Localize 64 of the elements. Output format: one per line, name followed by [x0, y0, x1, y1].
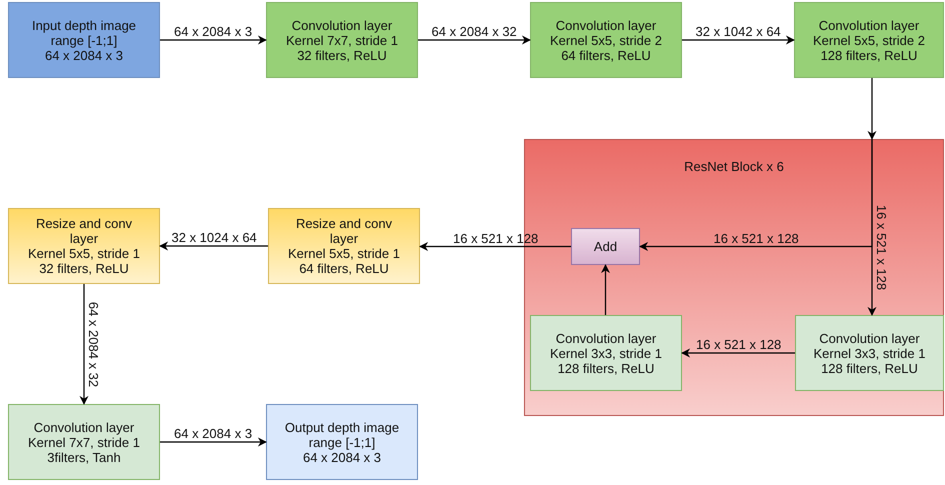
node-text: 32 filters, ReLU	[297, 48, 387, 62]
input-box	[8, 2, 160, 78]
node-text: Kernel 5x5, stride 2	[550, 32, 662, 48]
layer-box	[530, 2, 682, 78]
node-text: Kernel 3x3, stride 1	[813, 346, 926, 360]
node-title: Resize and conv layer	[34, 216, 134, 246]
node-title: Convolution layer	[556, 330, 656, 346]
edge-label: 16 x 521 x 128	[874, 204, 889, 290]
layer-box	[8, 404, 160, 480]
node-text: 64 filters, ReLU	[561, 48, 651, 62]
node-title: Convolution layer	[818, 18, 920, 32]
node-text: Kernel 3x3, stride 1	[550, 346, 662, 360]
node-title: Convolution layer	[819, 330, 920, 346]
node-text: 32 filters, ReLU	[39, 261, 129, 276]
node-title: Convolution layer	[292, 18, 392, 32]
arrow	[80, 284, 88, 405]
node-title: Input depth image	[32, 18, 136, 32]
arrow	[160, 36, 267, 44]
edge-label: 16 x 521 x 128	[453, 230, 538, 246]
arrow	[681, 348, 795, 358]
edge-label: 64 x 2084 x 3	[174, 24, 252, 39]
edge-label: 64 x 2084 x 32	[432, 24, 517, 39]
layer-box	[530, 315, 682, 391]
arrow	[682, 36, 795, 44]
node-text: 128 filters, ReLU	[558, 360, 654, 376]
output-box	[266, 404, 418, 480]
node-text: range [-1;1]	[308, 434, 376, 450]
arrow	[639, 139, 873, 251]
edge-label: 16 x 521 x 128	[696, 337, 782, 352]
add-box	[571, 228, 640, 265]
layer-box	[268, 208, 420, 284]
node-title: Convolution layer	[34, 420, 134, 434]
node-text: 3filters, Tanh	[47, 450, 121, 464]
node-text: Kernel 5x5, stride 2	[812, 32, 925, 48]
node-text: 64 x 2084 x 3	[44, 48, 124, 62]
node-text: 64 x 2084 x 3	[302, 450, 382, 464]
edge-label: 32 x 1042 x 64	[696, 24, 781, 39]
node-text: 64 filters, ReLU	[299, 261, 389, 276]
node-title: Resize and conv layer	[294, 216, 394, 246]
arrow	[159, 242, 268, 250]
arrow	[868, 78, 876, 140]
layer-box	[794, 2, 944, 78]
node-text: 128 filters, ReLU	[820, 48, 918, 62]
arrow	[160, 438, 267, 446]
node-title: Add	[594, 239, 618, 254]
node-text: 128 filters, ReLU	[821, 360, 918, 376]
node-text: Kernel 5x5, stride 1	[28, 246, 140, 261]
edge-label: 32 x 1024 x 64	[172, 230, 257, 245]
layer-box	[8, 208, 160, 284]
layer-box	[795, 315, 944, 391]
node-text: Kernel 7x7, stride 1	[286, 32, 398, 48]
arrow	[419, 242, 571, 251]
edge-label: 16 x 521 x 128	[714, 230, 799, 246]
edge-label: 64 x 2084 x 3	[174, 426, 252, 441]
node-text: Kernel 7x7, stride 1	[28, 434, 140, 450]
arrow	[601, 264, 610, 315]
node-text: Kernel 5x5, stride 1	[288, 246, 400, 261]
node-text: range [-1;1]	[50, 32, 118, 48]
group-title: ResNet Block x 6	[684, 159, 784, 174]
layer-box	[266, 2, 418, 78]
edge-label: 64 x 2084 x 32	[86, 301, 101, 387]
node-title: Output depth image	[284, 420, 400, 434]
arrow	[418, 36, 531, 44]
node-title: Convolution layer	[556, 18, 656, 32]
